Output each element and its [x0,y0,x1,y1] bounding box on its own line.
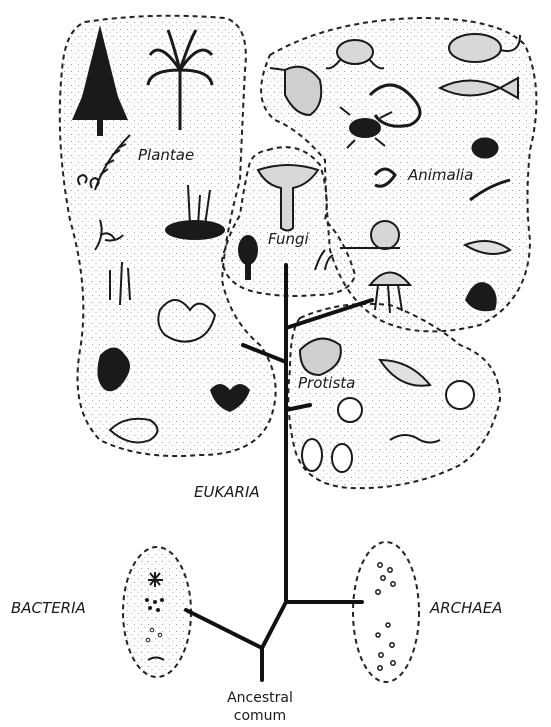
eukaria-label: EUKARIA [194,483,260,501]
root-label-line1: Ancestral [227,690,293,706]
plantae-label: Plantae [138,146,194,164]
archaea-label: ARCHAEA [429,599,502,617]
archaea-region [353,542,419,682]
main-trunk-lower [262,602,286,648]
animalia-label: Animalia [407,166,473,184]
protista-label: Protista [298,374,355,392]
fungi-label: Fungi [268,230,310,248]
root-label-line2: comum [234,708,286,724]
bacteria-label: BACTERIA [11,599,86,617]
bacteria-branch [186,610,262,648]
